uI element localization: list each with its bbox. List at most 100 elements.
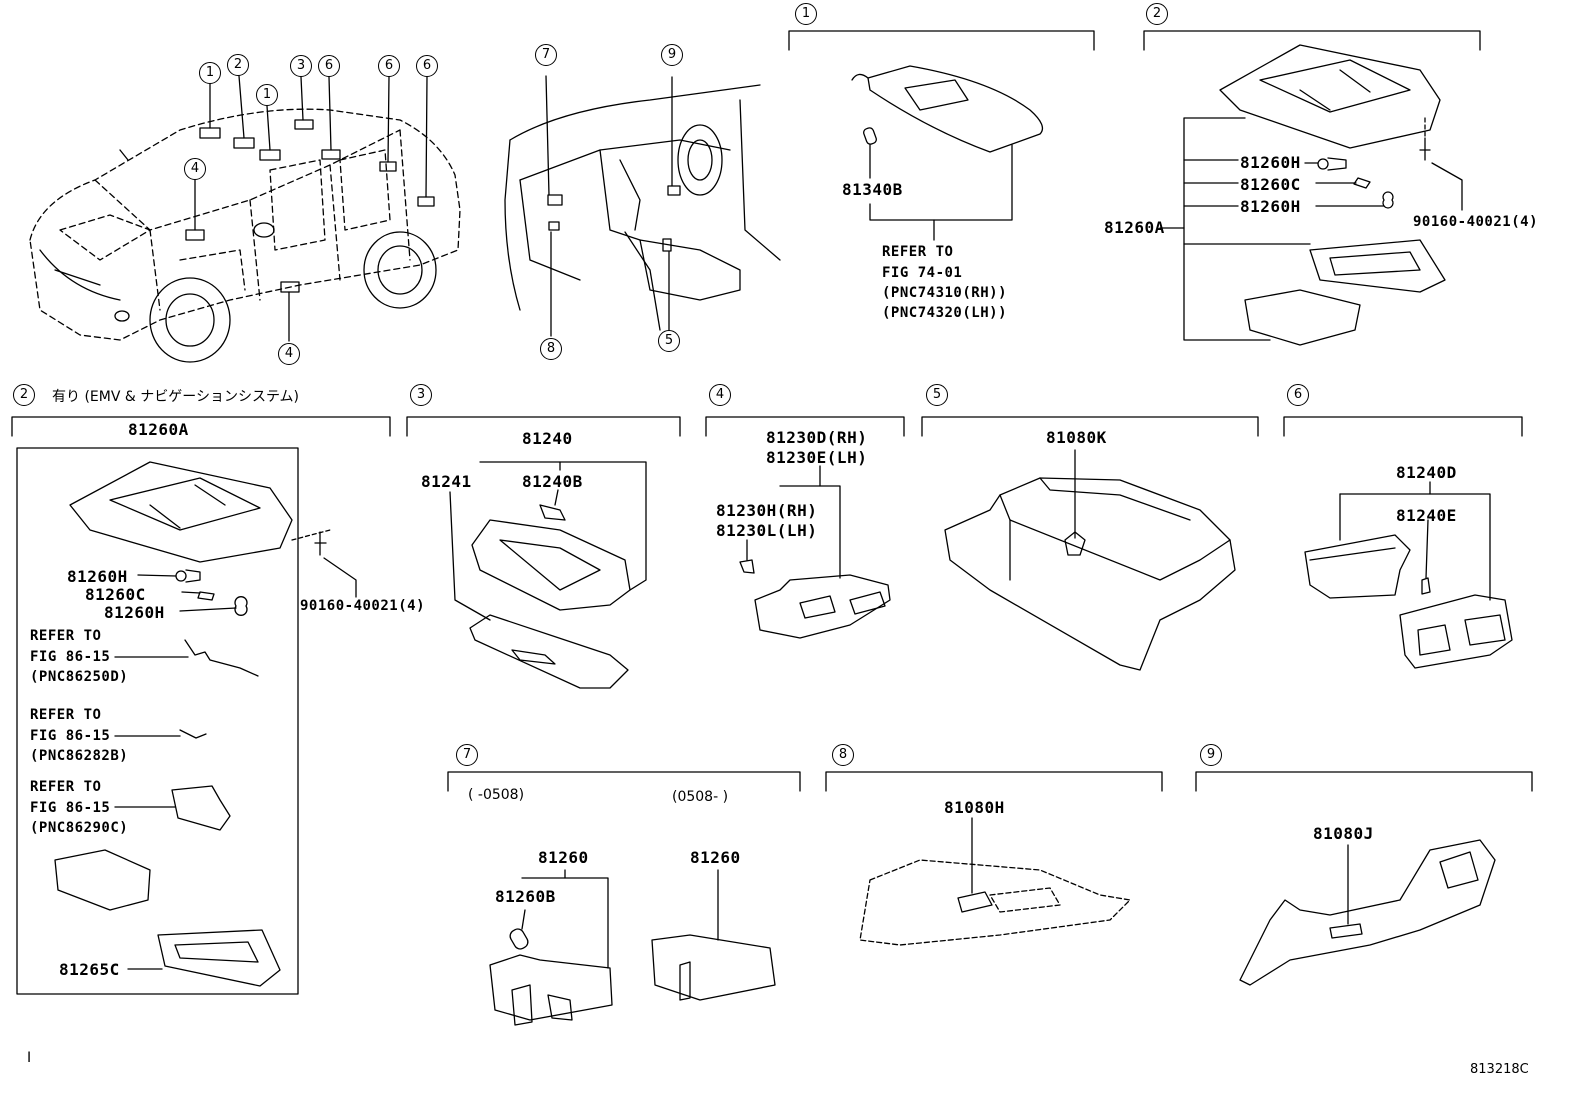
section-3-number: 3	[410, 384, 432, 406]
section-3-bracket	[406, 416, 681, 437]
callout-4-car-b: 4	[278, 343, 300, 365]
part-81230H: 81230H(RH)	[716, 501, 818, 520]
section-7-bracket	[447, 771, 801, 792]
corner-mark: I	[27, 1050, 32, 1066]
part-81080H: 81080H	[944, 798, 1005, 817]
refer-1-line4: (PNC74320(LH))	[882, 305, 1008, 321]
section-5-bracket	[921, 416, 1259, 437]
part-81260H-b: 81260H	[1240, 197, 1301, 216]
section-2-bracket	[1143, 30, 1481, 51]
callout-5-dash: 5	[658, 330, 680, 352]
part-81230D: 81230D(RH)	[766, 428, 868, 447]
part-81240B: 81240B	[522, 472, 583, 491]
refer-4-line1: REFER TO	[30, 779, 102, 795]
part-81265C: 81265C	[59, 960, 120, 979]
refer-1-line3: (PNC74310(RH))	[882, 285, 1008, 301]
console-box-drawing	[944, 477, 1236, 671]
part-90160-b: 90160-40021(4)	[300, 598, 426, 614]
section-9-drawing	[1239, 839, 1496, 986]
callout-4-car-a: 4	[184, 158, 206, 180]
section-2b-number: 2	[13, 384, 35, 406]
section-4-number: 4	[709, 384, 731, 406]
figure-code: 813218C	[1470, 1062, 1529, 1077]
part-81260H-a: 81260H	[1240, 153, 1301, 172]
section-1-bracket	[788, 30, 1095, 51]
part-81230E: 81230E(LH)	[766, 448, 868, 467]
section-7-drawing	[489, 928, 776, 1026]
part-81260C-b: 81260C	[85, 585, 146, 604]
part-81240E: 81240E	[1396, 506, 1457, 525]
part-81260H-c: 81260H	[67, 567, 128, 586]
section-2b-bracket	[11, 416, 391, 995]
section-1-number: 1	[795, 3, 817, 25]
section-9-bracket	[1195, 771, 1533, 792]
section-4-leaders	[746, 465, 841, 579]
part-81080J: 81080J	[1313, 824, 1374, 843]
callout-6-car-c: 6	[416, 55, 438, 77]
part-81240: 81240	[522, 429, 573, 448]
section-7-leaders	[521, 869, 719, 969]
section-8-part	[957, 891, 993, 913]
section-2-number: 2	[1146, 3, 1168, 25]
vehicle-overview-drawing	[29, 108, 461, 341]
part-81260A-b: 81260A	[128, 420, 189, 439]
part-81080K: 81080K	[1046, 428, 1107, 447]
part-81260H-d: 81260H	[104, 603, 165, 622]
date-range-right: (0508- )	[672, 789, 729, 805]
section-5-number: 5	[926, 384, 948, 406]
part-90160-a: 90160-40021(4)	[1413, 214, 1539, 230]
refer-3-line2: FIG 86-15	[30, 728, 111, 744]
callout-1-car-b: 1	[256, 84, 278, 106]
refer-3-line3: (PNC86282B)	[30, 748, 129, 764]
part-81240D: 81240D	[1396, 463, 1457, 482]
section-6-leaders	[1339, 481, 1491, 601]
refer-4-line2: FIG 86-15	[30, 800, 111, 816]
section-4-drawing	[739, 559, 891, 639]
section-6-bracket	[1283, 416, 1523, 437]
callout-3-car: 3	[290, 55, 312, 77]
refer-2-line1: REFER TO	[30, 628, 102, 644]
part-81241: 81241	[421, 472, 472, 491]
refer-3-line1: REFER TO	[30, 707, 102, 723]
dashboard-leader-lines	[545, 75, 673, 337]
section-4-bracket	[705, 416, 905, 437]
callout-1-car-a: 1	[199, 62, 221, 84]
section-2-leaders	[1159, 117, 1463, 341]
section-8-bracket	[825, 771, 1163, 792]
section-3-leaders	[449, 461, 647, 621]
section-3-drawing	[469, 504, 631, 689]
overhead-console-drawing-b	[54, 461, 327, 987]
vehicle-leader-lines	[194, 75, 428, 342]
callout-6-car-b: 6	[378, 55, 400, 77]
refer-1-line2: FIG 74-01	[882, 265, 963, 281]
part-81230L: 81230L(LH)	[716, 521, 818, 540]
callout-2-car: 2	[227, 54, 249, 76]
vehicle-lamp-markers	[185, 119, 435, 293]
overhead-console-drawing-a	[1219, 44, 1446, 346]
section-9-number: 9	[1200, 744, 1222, 766]
sun-visor-drawing	[851, 65, 1044, 153]
vehicle-wheels	[39, 149, 437, 363]
date-range-left: ( -0508)	[468, 787, 525, 803]
part-81260A-a: 81260A	[1104, 218, 1165, 237]
section-6-number: 6	[1287, 384, 1309, 406]
refer-1-line1: REFER TO	[882, 244, 954, 260]
refer-2-line3: (PNC86250D)	[30, 669, 129, 685]
part-81260B: 81260B	[495, 887, 556, 906]
part-81260C-a: 81260C	[1240, 175, 1301, 194]
callout-6-car-a: 6	[318, 55, 340, 77]
callout-9-dash: 9	[661, 44, 683, 66]
section-1-leaders	[869, 144, 1013, 241]
callout-7-dash: 7	[535, 44, 557, 66]
section-2b-leaders	[114, 529, 357, 970]
refer-2-line2: FIG 86-15	[30, 649, 111, 665]
part-81340B: 81340B	[842, 180, 903, 199]
part-81260-b: 81260	[690, 848, 741, 867]
section-8-drawing	[859, 859, 1131, 946]
section-6-drawing	[1304, 534, 1513, 669]
section-2b-title: 有り (EMV & ナビゲーションシステム)	[52, 389, 299, 405]
part-81260-a: 81260	[538, 848, 589, 867]
callout-8-dash: 8	[540, 338, 562, 360]
section-7-number: 7	[456, 744, 478, 766]
